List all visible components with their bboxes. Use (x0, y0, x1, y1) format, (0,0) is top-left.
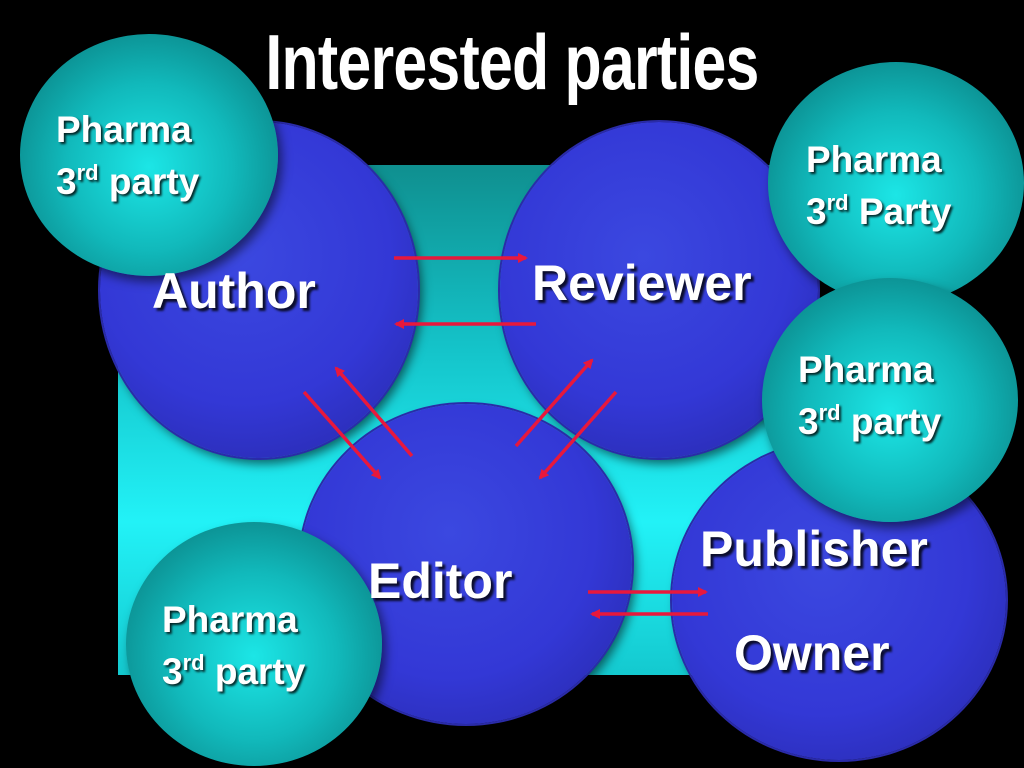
pharma-circle-bottom-left (126, 522, 382, 766)
pharma-party-word: party (98, 161, 200, 202)
pharma-label-top-right: Pharma 3rd Party (806, 134, 951, 238)
reviewer-label: Reviewer (532, 255, 752, 311)
arrow-author-to-editor (302, 390, 382, 480)
pharma-circle-middle-right (762, 278, 1018, 522)
editor-label: Editor (368, 553, 513, 609)
pharma-party-word: party (204, 651, 306, 692)
pharma-number: 3 (798, 401, 819, 442)
pharma-circle-top-left (20, 34, 278, 276)
pharma-party-word: Party (848, 191, 952, 232)
arrow-editor-to-author (334, 366, 414, 458)
pharma-number: 3 (806, 191, 827, 232)
pharma-line1: Pharma (162, 599, 298, 640)
pharma-line1: Pharma (806, 139, 942, 180)
publisher-label: Publisher (700, 521, 928, 577)
pharma-ordinal: rd (182, 650, 205, 675)
arrow-editor-to-reviewer (514, 358, 594, 448)
pharma-label-bottom-left: Pharma 3rd party (162, 594, 305, 698)
pharma-line1: Pharma (798, 349, 934, 390)
pharma-label-top-left: Pharma 3rd party (56, 104, 199, 208)
pharma-number: 3 (56, 161, 77, 202)
pharma-line1: Pharma (56, 109, 192, 150)
pharma-party-word: party (840, 401, 942, 442)
owner-label: Owner (734, 625, 890, 681)
pharma-number: 3 (162, 651, 183, 692)
pharma-circle-top-right (768, 62, 1024, 304)
pharma-ordinal: rd (818, 400, 841, 425)
arrow-reviewer-to-editor (538, 390, 618, 480)
pharma-ordinal: rd (76, 160, 99, 185)
pharma-label-middle-right: Pharma 3rd party (798, 344, 941, 448)
author-label: Author (152, 263, 316, 319)
pharma-ordinal: rd (826, 190, 849, 215)
slide-title: Interested parties (265, 18, 759, 106)
